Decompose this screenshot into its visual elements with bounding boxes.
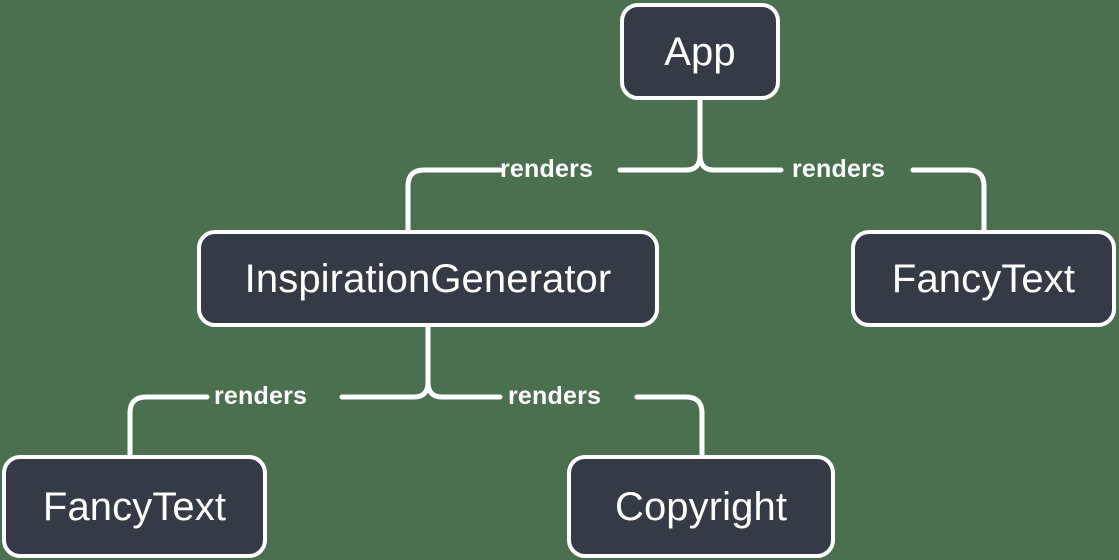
node-app-label: App — [664, 29, 736, 74]
node-inspirationgenerator[interactable]: InspirationGenerator — [197, 230, 659, 327]
node-inspirationgenerator-label: InspirationGenerator — [244, 256, 612, 301]
node-app[interactable]: App — [620, 3, 780, 100]
node-fancytext-bottom-left-label: FancyText — [42, 484, 227, 529]
edge-label-app-to-inspirationgenerator: renders — [500, 155, 594, 183]
edge-label-inspirationgenerator-to-copyright: renders — [508, 382, 602, 410]
node-fancytext-right[interactable]: FancyText — [851, 230, 1116, 327]
node-fancytext-right-label: FancyText — [891, 256, 1076, 301]
node-copyright[interactable]: Copyright — [567, 455, 835, 558]
node-fancytext-bottom-left[interactable]: FancyText — [2, 455, 267, 558]
edge-label-app-to-fancytext-right: renders — [792, 155, 886, 183]
edge-label-inspirationgenerator-to-fancytext: renders — [214, 382, 308, 410]
node-copyright-label: Copyright — [614, 484, 788, 529]
